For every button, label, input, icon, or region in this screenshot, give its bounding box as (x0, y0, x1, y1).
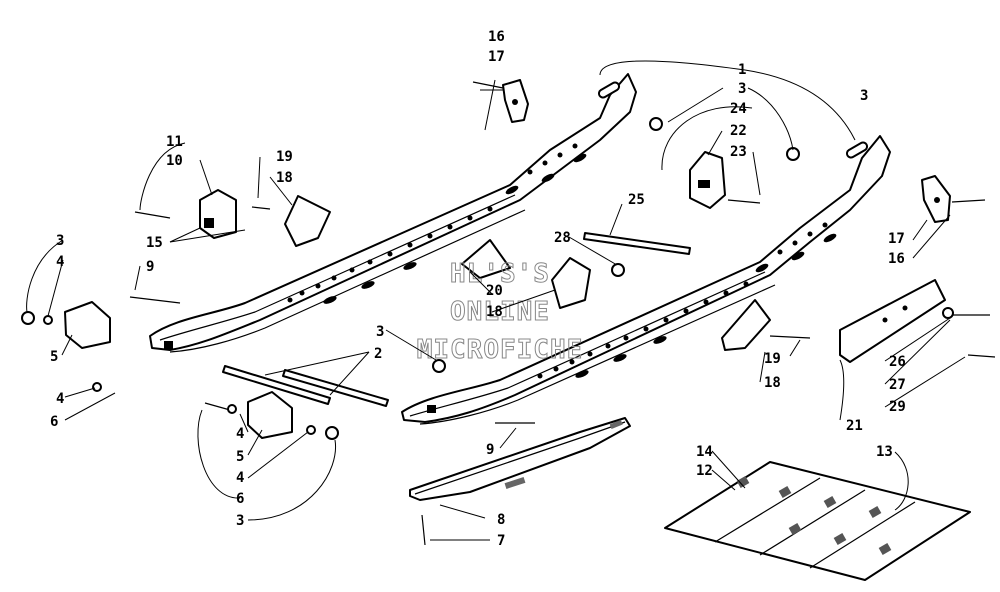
rail-holes (537, 222, 837, 379)
right-slide-rail (401, 135, 891, 425)
watermark-line-2: ONLINE (450, 297, 550, 327)
callout-6: 6 (50, 414, 58, 430)
rail-end-slot (845, 141, 869, 159)
callout-3: 3 (738, 81, 746, 97)
callout-3: 3 (376, 324, 384, 340)
callout-3: 3 (860, 88, 868, 104)
callout-1: 1 (738, 62, 746, 78)
track-section (664, 461, 971, 581)
callout-11: 11 (166, 134, 183, 150)
callout-4: 4 (236, 426, 244, 442)
callout-17: 17 (488, 49, 505, 65)
callout-8: 8 (497, 512, 505, 528)
watermark: HL'S'S ONLINE MICROFICHE (416, 259, 584, 366)
rail-slot (427, 405, 436, 413)
callout-25: 25 (628, 192, 645, 208)
callout-4: 4 (56, 391, 64, 407)
callout-27: 27 (889, 377, 906, 393)
callout-23: 23 (730, 144, 747, 160)
callout-19: 19 (764, 351, 781, 367)
callout-14: 14 (696, 444, 713, 460)
callout-17: 17 (888, 231, 905, 247)
callout-18: 18 (276, 170, 293, 186)
watermark-line-1: HL'S'S (450, 259, 550, 289)
callout-19: 19 (276, 149, 293, 165)
callout-29: 29 (889, 399, 906, 415)
callout-3: 3 (56, 233, 64, 249)
callout-2: 2 (374, 346, 382, 362)
callout-15: 15 (146, 235, 163, 251)
callout-9: 9 (146, 259, 154, 275)
callout-24: 24 (730, 101, 747, 117)
rail-end-slot (597, 81, 621, 99)
callout-10: 10 (166, 153, 183, 169)
callout-5: 5 (50, 349, 58, 365)
callout-labels: 1 2 3 3 3 3 3 4 4 4 4 5 5 6 6 7 8 9 9 10… (50, 29, 906, 549)
hyfax-slide (409, 417, 631, 501)
callout-20: 20 (486, 283, 503, 299)
callout-18: 18 (764, 375, 781, 391)
callout-4: 4 (56, 254, 64, 270)
callout-4: 4 (236, 470, 244, 486)
callout-5: 5 (236, 449, 244, 465)
callout-6: 6 (236, 491, 244, 507)
callout-16: 16 (488, 29, 505, 45)
cross-shafts (222, 232, 691, 407)
callout-9: 9 (486, 442, 494, 458)
callout-21: 21 (846, 418, 863, 434)
rail-holes (287, 143, 587, 304)
callout-3: 3 (236, 513, 244, 529)
callout-26: 26 (889, 354, 906, 370)
callout-18: 18 (486, 304, 503, 320)
callout-22: 22 (730, 123, 747, 139)
left-slide-rail (149, 73, 637, 353)
callout-16: 16 (888, 251, 905, 267)
hardware (21, 79, 996, 546)
watermark-line-3: MICROFICHE (417, 335, 584, 365)
rail-slot (164, 341, 173, 349)
callout-13: 13 (876, 444, 893, 460)
leader-lines (26, 60, 966, 541)
callout-7: 7 (497, 533, 505, 549)
callout-12: 12 (696, 463, 713, 479)
callout-28: 28 (554, 230, 571, 246)
